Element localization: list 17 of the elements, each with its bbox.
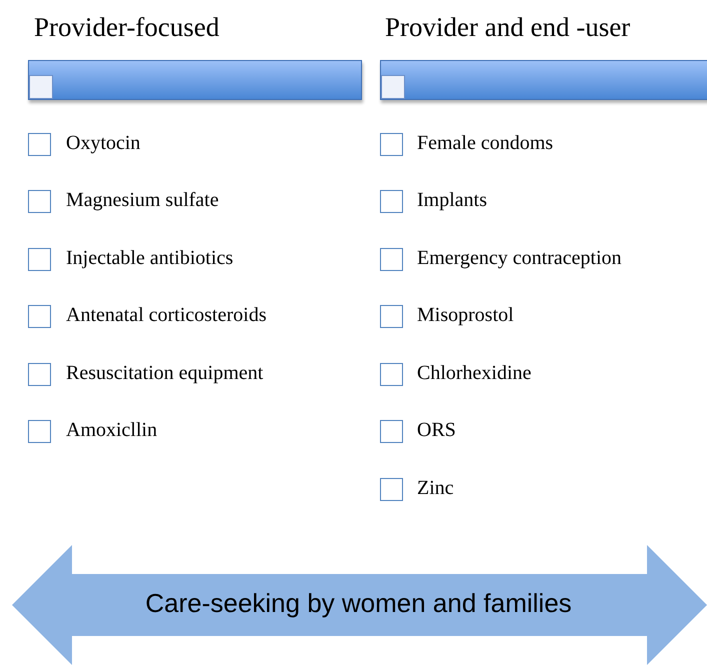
list-item: Amoxicllin [66,419,158,442]
list-item: Misoprostol [417,304,514,327]
double-arrow [10,545,707,665]
list-item: ORS [417,419,456,442]
list-item: Chlorhexidine [417,362,532,385]
list-item: Magnesium sulfate [66,189,219,212]
list-item: Implants [417,189,487,212]
list-item: Female condoms [417,132,554,155]
list-item: Injectable antibiotics [66,247,234,270]
list-item: Oxytocin [66,132,140,155]
list-item: Zinc [417,477,454,500]
list-item: Antenatal corticosteroids [66,304,266,327]
column-heading: Provider and end -user [385,12,630,43]
arrow-label: Care-seeking by women and families [144,587,573,620]
list-item: Emergency contraception [417,247,622,270]
column-heading: Provider-focused [34,12,220,43]
list-item: Resuscitation equipment [66,362,264,385]
